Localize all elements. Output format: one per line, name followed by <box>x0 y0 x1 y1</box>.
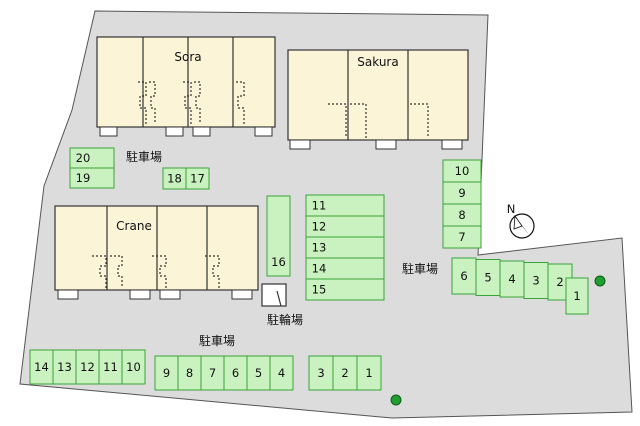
parking-space-number: 9 <box>163 366 170 380</box>
parking-space-number: 7 <box>209 366 216 380</box>
parking-space-number: 11 <box>103 360 118 374</box>
parking-space-number: 12 <box>312 220 327 234</box>
parking-space-number: 3 <box>317 366 324 380</box>
parking-space-number: 5 <box>484 271 491 285</box>
parking-space-number: 10 <box>455 164 470 178</box>
parking-space <box>442 225 482 249</box>
parking-space <box>69 167 115 189</box>
parking-group: 1 <box>565 277 589 315</box>
parking-label-left: 駐車場 <box>126 149 162 164</box>
parking-space-number: 2 <box>556 275 563 289</box>
parking-space <box>269 355 294 391</box>
parking-space-number: 14 <box>312 262 327 276</box>
parking-space-number: 13 <box>57 360 72 374</box>
parking-space-number: 20 <box>76 151 91 165</box>
parking-group: 16 <box>266 195 291 277</box>
parking-space <box>185 167 210 190</box>
parking-space <box>121 349 146 385</box>
parking-space-number: 11 <box>312 199 327 213</box>
parking-space-number: 18 <box>167 172 182 186</box>
north-arrow-icon: N <box>507 202 535 239</box>
parking-group: 9 8 7 6 5 4 <box>154 355 294 391</box>
parking-group: 11 12 13 14 15 <box>305 194 385 301</box>
parking-space-number: 14 <box>34 360 49 374</box>
parking-space-number: 16 <box>271 255 286 269</box>
parking-space-number: 4 <box>278 366 285 380</box>
parking-space <box>451 257 477 295</box>
parking-space-number: 1 <box>573 289 580 303</box>
bicycle-parking-label: 駐輪場 <box>267 312 303 327</box>
parking-space <box>305 278 385 301</box>
building-sakura: Sakura <box>287 49 469 150</box>
parking-space <box>565 277 589 315</box>
parking-space-number: 13 <box>312 241 327 255</box>
parking-space-number: 6 <box>232 366 239 380</box>
parking-space-number: 4 <box>508 272 515 286</box>
parking-space-number: 7 <box>458 230 465 244</box>
parking-space-number: 1 <box>365 366 372 380</box>
parking-space <box>356 355 382 391</box>
parking-space-number: 19 <box>76 171 91 185</box>
parking-space-number: 9 <box>458 186 465 200</box>
parking-space <box>523 262 549 299</box>
parking-space-number: 15 <box>312 283 327 297</box>
parking-space-number: 2 <box>341 366 348 380</box>
tree-icon <box>594 275 606 287</box>
parking-label-bottom: 駐車場 <box>199 333 235 348</box>
parking-label-right: 駐車場 <box>402 261 438 276</box>
parking-space-number: 8 <box>186 366 193 380</box>
parking-space-number: 8 <box>458 208 465 222</box>
parking-space-number: 12 <box>80 360 95 374</box>
parking-space <box>308 355 334 391</box>
bicycle-shed <box>261 283 287 307</box>
building-sora: Sora <box>96 36 276 137</box>
parking-space-number: 6 <box>460 269 467 283</box>
building-label-sora: Sora <box>174 50 201 64</box>
compass-label: N <box>507 202 516 216</box>
parking-space <box>499 260 525 298</box>
parking-space <box>332 355 358 391</box>
parking-group: 10 9 8 7 <box>442 159 482 249</box>
parking-space-number: 17 <box>190 172 205 186</box>
parking-space <box>266 195 291 277</box>
parking-group: 6 5 4 3 2 <box>451 257 573 301</box>
parking-space-number: 3 <box>532 274 539 288</box>
building-crane: Crane <box>54 205 259 300</box>
parking-space-number: 10 <box>126 360 141 374</box>
parking-group: 14 13 12 11 10 <box>29 349 146 385</box>
building-label-sakura: Sakura <box>357 55 398 69</box>
building-label-crane: Crane <box>116 219 152 233</box>
parking-space-number: 5 <box>255 366 262 380</box>
tree-icon <box>390 394 402 406</box>
parking-group: 3 2 1 <box>308 355 382 391</box>
